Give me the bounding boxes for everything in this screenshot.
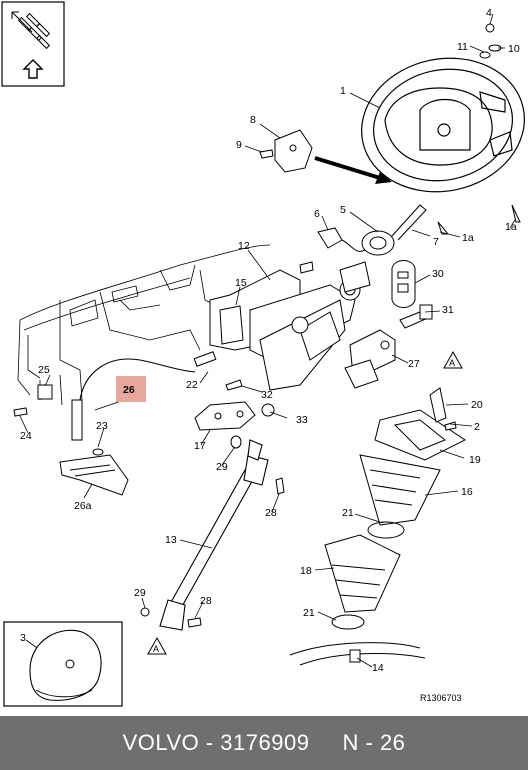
callout-15: 15 [235, 277, 247, 289]
callout-28-upper: 28 [265, 507, 277, 519]
callout-18: 18 [300, 565, 312, 577]
marker-A-upper: A [443, 350, 463, 369]
callout-26: 26 [123, 384, 135, 396]
marker-A-label: A [449, 358, 455, 368]
callout-24: 24 [20, 430, 32, 442]
callout-30: 30 [432, 268, 444, 280]
callout-27: 27 [408, 358, 420, 370]
callout-29-lower: 29 [134, 587, 146, 599]
cable-spring [193, 351, 217, 367]
orientation-inset [1, 1, 65, 87]
bracket-17 [194, 401, 256, 431]
callout-25: 25 [38, 364, 50, 376]
callout-21-lower: 21 [303, 607, 315, 619]
callout-4: 4 [486, 7, 492, 19]
callout-1a-left: 1a [462, 232, 474, 244]
cable-26 [79, 358, 196, 401]
callout-17: 17 [194, 440, 206, 452]
leader-lines [19, 13, 516, 668]
callout-26a: 26a [74, 500, 92, 512]
rings-21 [289, 521, 426, 666]
callout-2: 2 [474, 421, 480, 433]
small-fasteners [13, 23, 521, 663]
callout-6: 6 [314, 208, 320, 220]
arrow-to-wheel [314, 156, 392, 184]
highlighted-callout-26: 26 [116, 376, 146, 402]
key-fob-30 [391, 260, 416, 308]
callout-19: 19 [469, 454, 481, 466]
intermediate-shaft-13 [159, 439, 269, 631]
callout-16: 16 [461, 486, 473, 498]
callout-9: 9 [236, 139, 242, 151]
callout-5: 5 [340, 204, 346, 216]
callout-1: 1 [340, 85, 346, 97]
callout-32: 32 [261, 389, 273, 401]
callout-3: 3 [20, 632, 26, 644]
callout-33: 33 [296, 414, 308, 426]
up-arrow-icon [22, 59, 44, 79]
pedal-26a [59, 454, 129, 496]
steering-wheel [361, 57, 525, 193]
callout-11: 11 [457, 41, 468, 53]
footer-bar: VOLVO - 3176909 N - 26 [0, 716, 528, 770]
steering-lock-27 [344, 329, 396, 389]
drawing-reference: R1306703 [420, 693, 462, 703]
callout-10: 10 [508, 43, 520, 55]
shift-boot-18 [324, 534, 401, 613]
callout-20: 20 [471, 399, 483, 411]
callout-14: 14 [372, 662, 384, 674]
footer-part-number: VOLVO - 3176909 N - 26 [122, 730, 406, 755]
marker-A-label: A [153, 644, 159, 654]
exploded-parts-diagram: 4 11 10 1 8 9 1a 1a 5 6 7 12 15 30 31 27… [1, 1, 525, 707]
callout-labels: 4 11 10 1 8 9 1a 1a 5 6 7 12 15 30 31 27… [20, 7, 520, 674]
connector-6 [317, 227, 366, 252]
callout-21-upper: 21 [342, 507, 354, 519]
callout-28-lower: 28 [200, 595, 212, 607]
clock-spring-5 [361, 204, 427, 256]
marker-A-lower: A [147, 636, 167, 655]
steering-column-assembly [209, 261, 371, 391]
gear-trim-19 [374, 409, 466, 461]
airbag-module-8 [259, 129, 313, 173]
callout-13: 13 [165, 534, 177, 546]
callout-7: 7 [433, 236, 439, 248]
callout-1a-right: 1a [505, 221, 517, 233]
key-31 [399, 304, 433, 329]
shift-boot-16 [359, 454, 441, 526]
callout-22: 22 [186, 379, 198, 391]
inset-airbag-3: 3 [3, 621, 123, 707]
callout-8: 8 [250, 114, 256, 126]
callout-12: 12 [238, 240, 250, 252]
dashboard-outline [17, 244, 271, 406]
callout-31: 31 [442, 304, 454, 316]
callout-29-upper: 29 [216, 461, 228, 473]
callout-23: 23 [96, 420, 108, 432]
